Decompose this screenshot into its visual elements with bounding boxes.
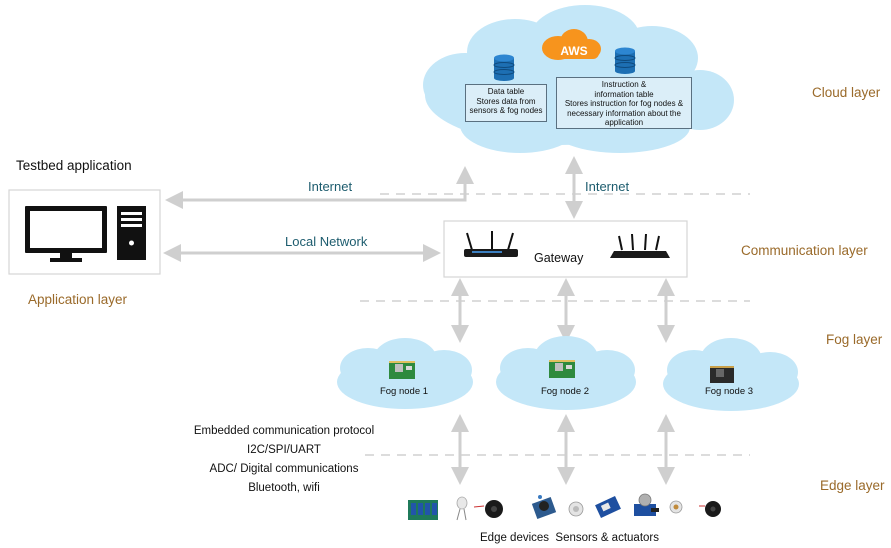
monitor-icon <box>25 206 107 262</box>
computer-tower-icon <box>117 206 146 260</box>
internet-link-app <box>165 166 474 209</box>
database-icon <box>614 47 636 74</box>
protocol-item: I2C/SPI/UART <box>247 444 321 456</box>
aws-label: AWS <box>560 44 588 58</box>
gas-sensor-icon <box>634 493 659 516</box>
protocol-item: ADC/ Digital communications <box>209 463 359 475</box>
led-icon <box>456 496 468 521</box>
router-icon <box>610 233 670 258</box>
aws-logo <box>542 29 601 60</box>
data-table-title: Data table <box>487 87 525 96</box>
router-icon <box>464 231 518 257</box>
local-network-label: Local Network <box>285 234 368 249</box>
fog-node-3-label: Fog node 3 <box>704 386 754 397</box>
instruction-table-desc: Stores instruction for fog nodes & neces… <box>564 99 684 127</box>
instruction-table-title: Instruction & information table <box>594 80 654 99</box>
protocol-item: Embedded communication protocol <box>193 425 375 437</box>
motion-sensor-icon <box>595 496 621 518</box>
fog-layer-label: Fog layer <box>826 332 883 347</box>
connection-arrows <box>163 156 675 485</box>
raspberry-pi-icon <box>389 361 415 379</box>
edge-devices-caption: Edge devices Sensors & actuators <box>480 532 659 544</box>
fog-node-2-label: Fog node 2 <box>540 386 590 397</box>
protocol-item: Bluetooth, wifi <box>248 482 320 494</box>
joystick-icon <box>531 495 557 519</box>
single-board-computer-icon <box>710 366 734 383</box>
data-table-desc: Stores data from sensors & fog nodes <box>469 96 543 116</box>
internet-label-left: Internet <box>308 179 353 194</box>
cloud-layer-label: Cloud layer <box>812 85 881 100</box>
testbed-title: Testbed application <box>16 158 132 173</box>
sensor-icon <box>568 501 584 517</box>
gateway-label: Gateway <box>534 251 584 265</box>
edge-layer-label: Edge layer <box>820 478 885 493</box>
protocol-list: Embedded communication protocol I2C/SPI/… <box>170 422 398 498</box>
buzzer-icon <box>699 501 721 517</box>
sensor-icon <box>669 500 683 514</box>
internet-label-right: Internet <box>585 179 630 194</box>
database-icon <box>493 54 515 81</box>
relay-module-icon <box>408 500 438 520</box>
application-layer-label: Application layer <box>28 292 128 307</box>
raspberry-pi-icon <box>549 360 575 378</box>
data-table-box: Data table Stores data from sensors & fo… <box>465 84 547 122</box>
fog-node-1-label: Fog node 1 <box>379 386 429 397</box>
buzzer-icon <box>473 500 503 518</box>
fog-cloud-3 <box>663 338 799 411</box>
instruction-table-box: Instruction & information table Stores i… <box>556 77 692 129</box>
communication-layer-label: Communication layer <box>741 243 868 258</box>
